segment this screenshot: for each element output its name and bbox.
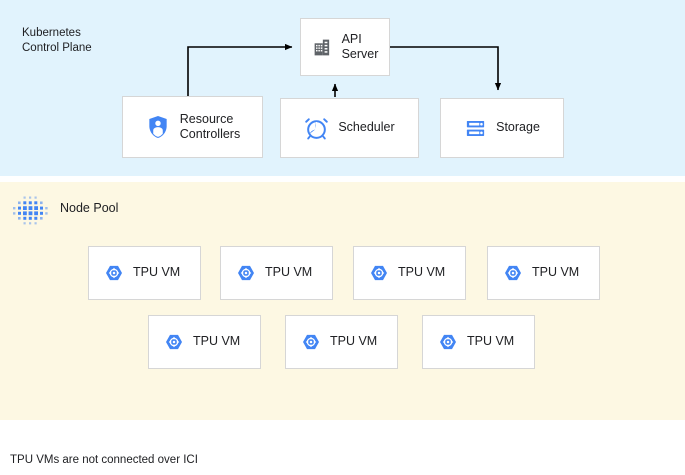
tpu-hexagon-icon <box>104 263 124 283</box>
tpu-vm-card[interactable]: TPU VM <box>220 246 333 300</box>
diagram-caption: TPU VMs are not connected over ICI <box>10 454 198 466</box>
tpu-hexagon-icon <box>503 263 523 283</box>
node-pool-dots-icon <box>11 193 51 233</box>
building-icon <box>312 37 333 58</box>
node-pool-section <box>0 182 685 420</box>
tpu-vm-label: TPU VM <box>265 265 313 280</box>
node-scheduler-label: Scheduler <box>338 120 395 135</box>
tpu-vm-label: TPU VM <box>467 334 515 349</box>
server-storage-icon <box>464 117 487 140</box>
tpu-vm-label: TPU VM <box>532 265 580 280</box>
node-api-server[interactable]: API Server <box>300 18 390 76</box>
tpu-vm-label: TPU VM <box>133 265 181 280</box>
tpu-hexagon-icon <box>369 263 389 283</box>
node-pool-label: Node Pool <box>60 201 119 215</box>
node-scheduler[interactable]: Scheduler <box>280 98 419 158</box>
tpu-hexagon-icon <box>438 332 458 352</box>
node-resource-controllers[interactable]: Resource Controllers <box>122 96 263 158</box>
tpu-vm-card[interactable]: TPU VM <box>148 315 261 369</box>
tpu-vm-card[interactable]: TPU VM <box>487 246 600 300</box>
tpu-hexagon-icon <box>301 332 321 352</box>
tpu-hexagon-icon <box>164 332 184 352</box>
tpu-hexagon-icon <box>236 263 256 283</box>
tpu-vm-card[interactable]: TPU VM <box>353 246 466 300</box>
control-plane-label: Kubernetes Control Plane <box>22 27 92 54</box>
tpu-vm-card[interactable]: TPU VM <box>88 246 201 300</box>
tpu-vm-card[interactable]: TPU VM <box>422 315 535 369</box>
node-api-server-label: API Server <box>341 31 379 62</box>
node-resource-controllers-label: Resource Controllers <box>179 111 241 142</box>
node-storage-label: Storage <box>496 120 540 135</box>
shield-person-icon <box>145 114 171 140</box>
tpu-vm-label: TPU VM <box>330 334 378 349</box>
tpu-vm-card[interactable]: TPU VM <box>285 315 398 369</box>
node-storage[interactable]: Storage <box>440 98 564 158</box>
alarm-clock-icon <box>304 116 329 141</box>
tpu-vm-label: TPU VM <box>193 334 241 349</box>
tpu-vm-label: TPU VM <box>398 265 446 280</box>
